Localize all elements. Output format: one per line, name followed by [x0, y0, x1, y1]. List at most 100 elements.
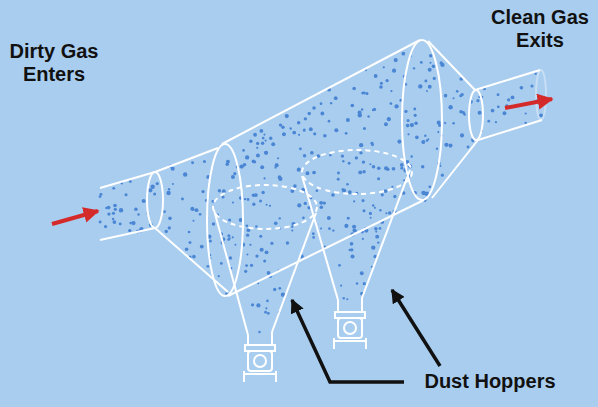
- dust-particle: [119, 208, 123, 212]
- dust-particle: [104, 225, 107, 228]
- dust-particle: [390, 102, 393, 105]
- dust-particle: [260, 165, 264, 169]
- dust-particle: [168, 217, 172, 221]
- dust-particle: [297, 168, 301, 172]
- dust-particle: [487, 120, 490, 123]
- dust-particle: [334, 128, 338, 132]
- dust-particle: [227, 234, 230, 237]
- dust-particle: [347, 217, 350, 220]
- dust-particle: [153, 192, 156, 195]
- dust-particle: [374, 227, 377, 230]
- dust-particle: [292, 131, 296, 135]
- dust-particle: [225, 162, 229, 166]
- leader-arrow: [392, 290, 440, 366]
- dust-particle: [302, 217, 305, 220]
- dust-particle: [183, 172, 187, 176]
- dust-particle: [265, 250, 269, 254]
- dust-particle: [156, 182, 159, 185]
- dust-particle: [298, 134, 300, 136]
- dust-particle: [383, 66, 385, 68]
- dust-particle: [367, 115, 369, 117]
- dust-particle: [258, 331, 260, 333]
- dust-particle: [525, 112, 527, 114]
- dust-particle: [456, 90, 459, 93]
- dust-particle: [251, 303, 254, 306]
- dust-particle: [285, 114, 289, 118]
- dust-particle: [371, 142, 374, 145]
- dust-particle: [406, 124, 410, 128]
- dust-particle: [402, 52, 406, 56]
- dust-particle: [346, 118, 350, 122]
- dust-particle: [218, 275, 220, 277]
- dust-particle: [291, 229, 293, 231]
- dust-particle: [124, 193, 127, 196]
- dust-particle: [261, 142, 264, 145]
- dust-particle: [107, 212, 110, 215]
- callout-label: Clean Gas Exits: [488, 6, 592, 52]
- dust-particle: [346, 183, 349, 186]
- dust-particle: [246, 233, 249, 236]
- dust-particle: [252, 194, 255, 197]
- dust-particle: [261, 191, 264, 194]
- dust-particle: [304, 117, 307, 120]
- dust-particle: [112, 220, 116, 224]
- dust-particle: [303, 129, 306, 132]
- dust-particle: [352, 225, 356, 229]
- dust-particle: [256, 142, 259, 145]
- dust-particle: [312, 236, 315, 239]
- dust-particle: [303, 154, 306, 157]
- dust-particle: [297, 203, 301, 207]
- dust-particle: [200, 245, 204, 249]
- dust-particle: [245, 155, 249, 159]
- dust-particle: [308, 112, 311, 115]
- dust-particles: [99, 52, 543, 333]
- dust-particle: [128, 229, 131, 232]
- dust-particle: [478, 111, 482, 115]
- dust-particle: [218, 189, 221, 192]
- dust-particle: [467, 145, 470, 148]
- dust-particle: [278, 177, 282, 181]
- dust-particle: [212, 222, 215, 225]
- dust-particle: [256, 303, 260, 307]
- dust-particle: [379, 85, 383, 89]
- dust-particle: [337, 178, 340, 181]
- dust-particle: [365, 92, 368, 95]
- dust-particle: [476, 99, 479, 102]
- dust-particle: [323, 134, 327, 138]
- dust-particle: [497, 93, 500, 96]
- dust-particle: [274, 222, 278, 226]
- dust-particle: [112, 212, 115, 215]
- dust-particle: [267, 271, 271, 275]
- dust-particle: [453, 97, 455, 99]
- dust-particle: [271, 142, 275, 146]
- dust-particle: [429, 62, 431, 64]
- dust-particle: [346, 298, 348, 300]
- dust-particle: [297, 121, 301, 125]
- dust-particle: [420, 61, 423, 64]
- dust-particle: [252, 203, 255, 206]
- dust-particle: [112, 218, 114, 220]
- dust-particle: [222, 195, 225, 198]
- dust-particle: [421, 165, 425, 169]
- dust-particle: [320, 205, 323, 208]
- dust-particle: [530, 84, 533, 87]
- dust-particle: [439, 165, 441, 167]
- dust-particle: [444, 143, 448, 147]
- flow-arrow: [505, 99, 552, 108]
- callout-label: Dirty Gas Enters: [4, 40, 104, 86]
- dust-particle: [342, 189, 346, 193]
- dust-particle: [227, 238, 230, 241]
- dust-particle: [410, 123, 414, 127]
- dust-particle: [432, 65, 436, 69]
- dust-particle: [337, 171, 340, 174]
- dust-particle: [424, 80, 427, 83]
- dust-particle: [507, 98, 510, 101]
- dust-particle: [392, 167, 396, 171]
- dust-particle: [433, 77, 436, 80]
- dust-particle: [274, 166, 276, 168]
- dust-particle: [266, 300, 269, 303]
- dust-particle: [259, 200, 262, 203]
- dust-particle: [358, 171, 362, 175]
- flow-arrow: [52, 211, 98, 224]
